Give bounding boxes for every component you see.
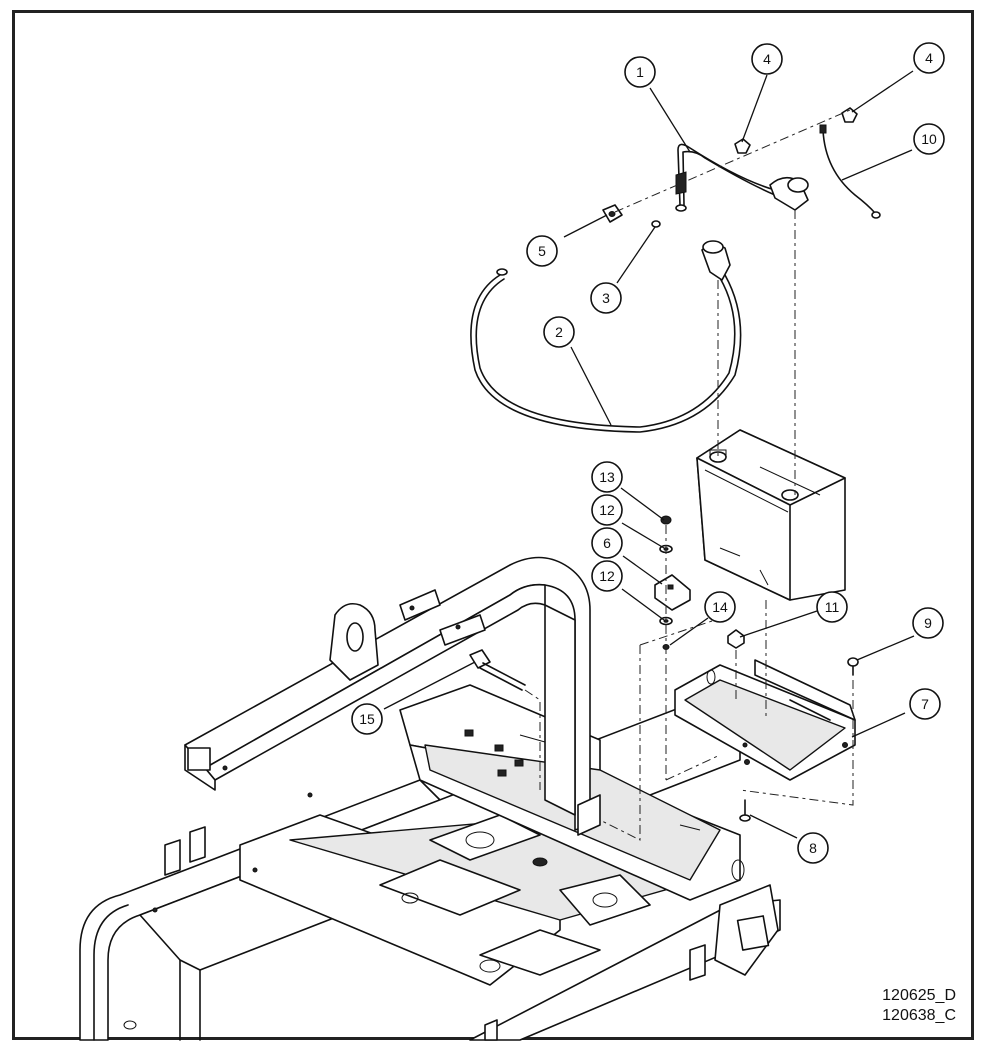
callout-9: 9 <box>912 607 944 639</box>
battery-tray-part-7 <box>674 659 856 781</box>
callout-1: 1 <box>624 56 656 88</box>
svg-text:12: 12 <box>599 568 615 584</box>
callout-6: 6 <box>591 527 623 559</box>
svg-text:7: 7 <box>921 696 929 712</box>
svg-text:11: 11 <box>825 599 840 615</box>
callout-12-upper: 12 <box>591 494 623 526</box>
callout-14: 14 <box>704 591 736 623</box>
svg-text:2: 2 <box>555 324 563 340</box>
svg-text:13: 13 <box>599 469 615 485</box>
svg-text:10: 10 <box>921 131 937 147</box>
callout-2: 2 <box>543 316 575 348</box>
callout-7: 7 <box>909 688 941 720</box>
callout-4-left: 4 <box>751 43 783 75</box>
bolt-part-15 <box>469 649 526 691</box>
svg-text:12: 12 <box>599 502 615 518</box>
callout-11: 11 <box>816 591 848 623</box>
svg-text:5: 5 <box>538 243 546 259</box>
svg-text:15: 15 <box>359 711 375 727</box>
lifting-hoop <box>184 556 601 836</box>
hold-down-clamp-part-6 <box>654 574 691 611</box>
svg-text:8: 8 <box>809 840 817 856</box>
battery-cable-part-2 <box>470 240 742 433</box>
svg-text:14: 14 <box>712 599 728 615</box>
assembly-centerlines <box>524 109 854 841</box>
battery-cable-part-1 <box>675 143 809 212</box>
callout-leaders <box>383 70 915 839</box>
callout-8: 8 <box>797 832 829 864</box>
callout-15: 15 <box>351 703 383 735</box>
battery <box>696 429 846 601</box>
svg-text:1: 1 <box>636 64 644 80</box>
drawing-number-1: 120625_D <box>882 987 956 1004</box>
svg-text:3: 3 <box>602 290 610 306</box>
drawing-number-2: 120638_C <box>882 1007 956 1024</box>
callout-3: 3 <box>590 282 622 314</box>
svg-text:9: 9 <box>924 615 932 631</box>
callout-balloons: 1 2 3 4 4 5 6 7 8 9 10 11 12 12 13 14 15 <box>351 42 945 864</box>
svg-text:6: 6 <box>603 535 611 551</box>
svg-text:4: 4 <box>925 50 933 66</box>
callout-5: 5 <box>526 235 558 267</box>
terminal-hardware <box>602 107 858 228</box>
callout-10: 10 <box>913 123 945 155</box>
callout-13: 13 <box>591 461 623 493</box>
callout-4-right: 4 <box>913 42 945 74</box>
callout-12-lower: 12 <box>591 560 623 592</box>
svg-text:4: 4 <box>763 51 771 67</box>
ground-wire-part-10 <box>819 124 881 219</box>
chassis-frame <box>79 699 781 1041</box>
